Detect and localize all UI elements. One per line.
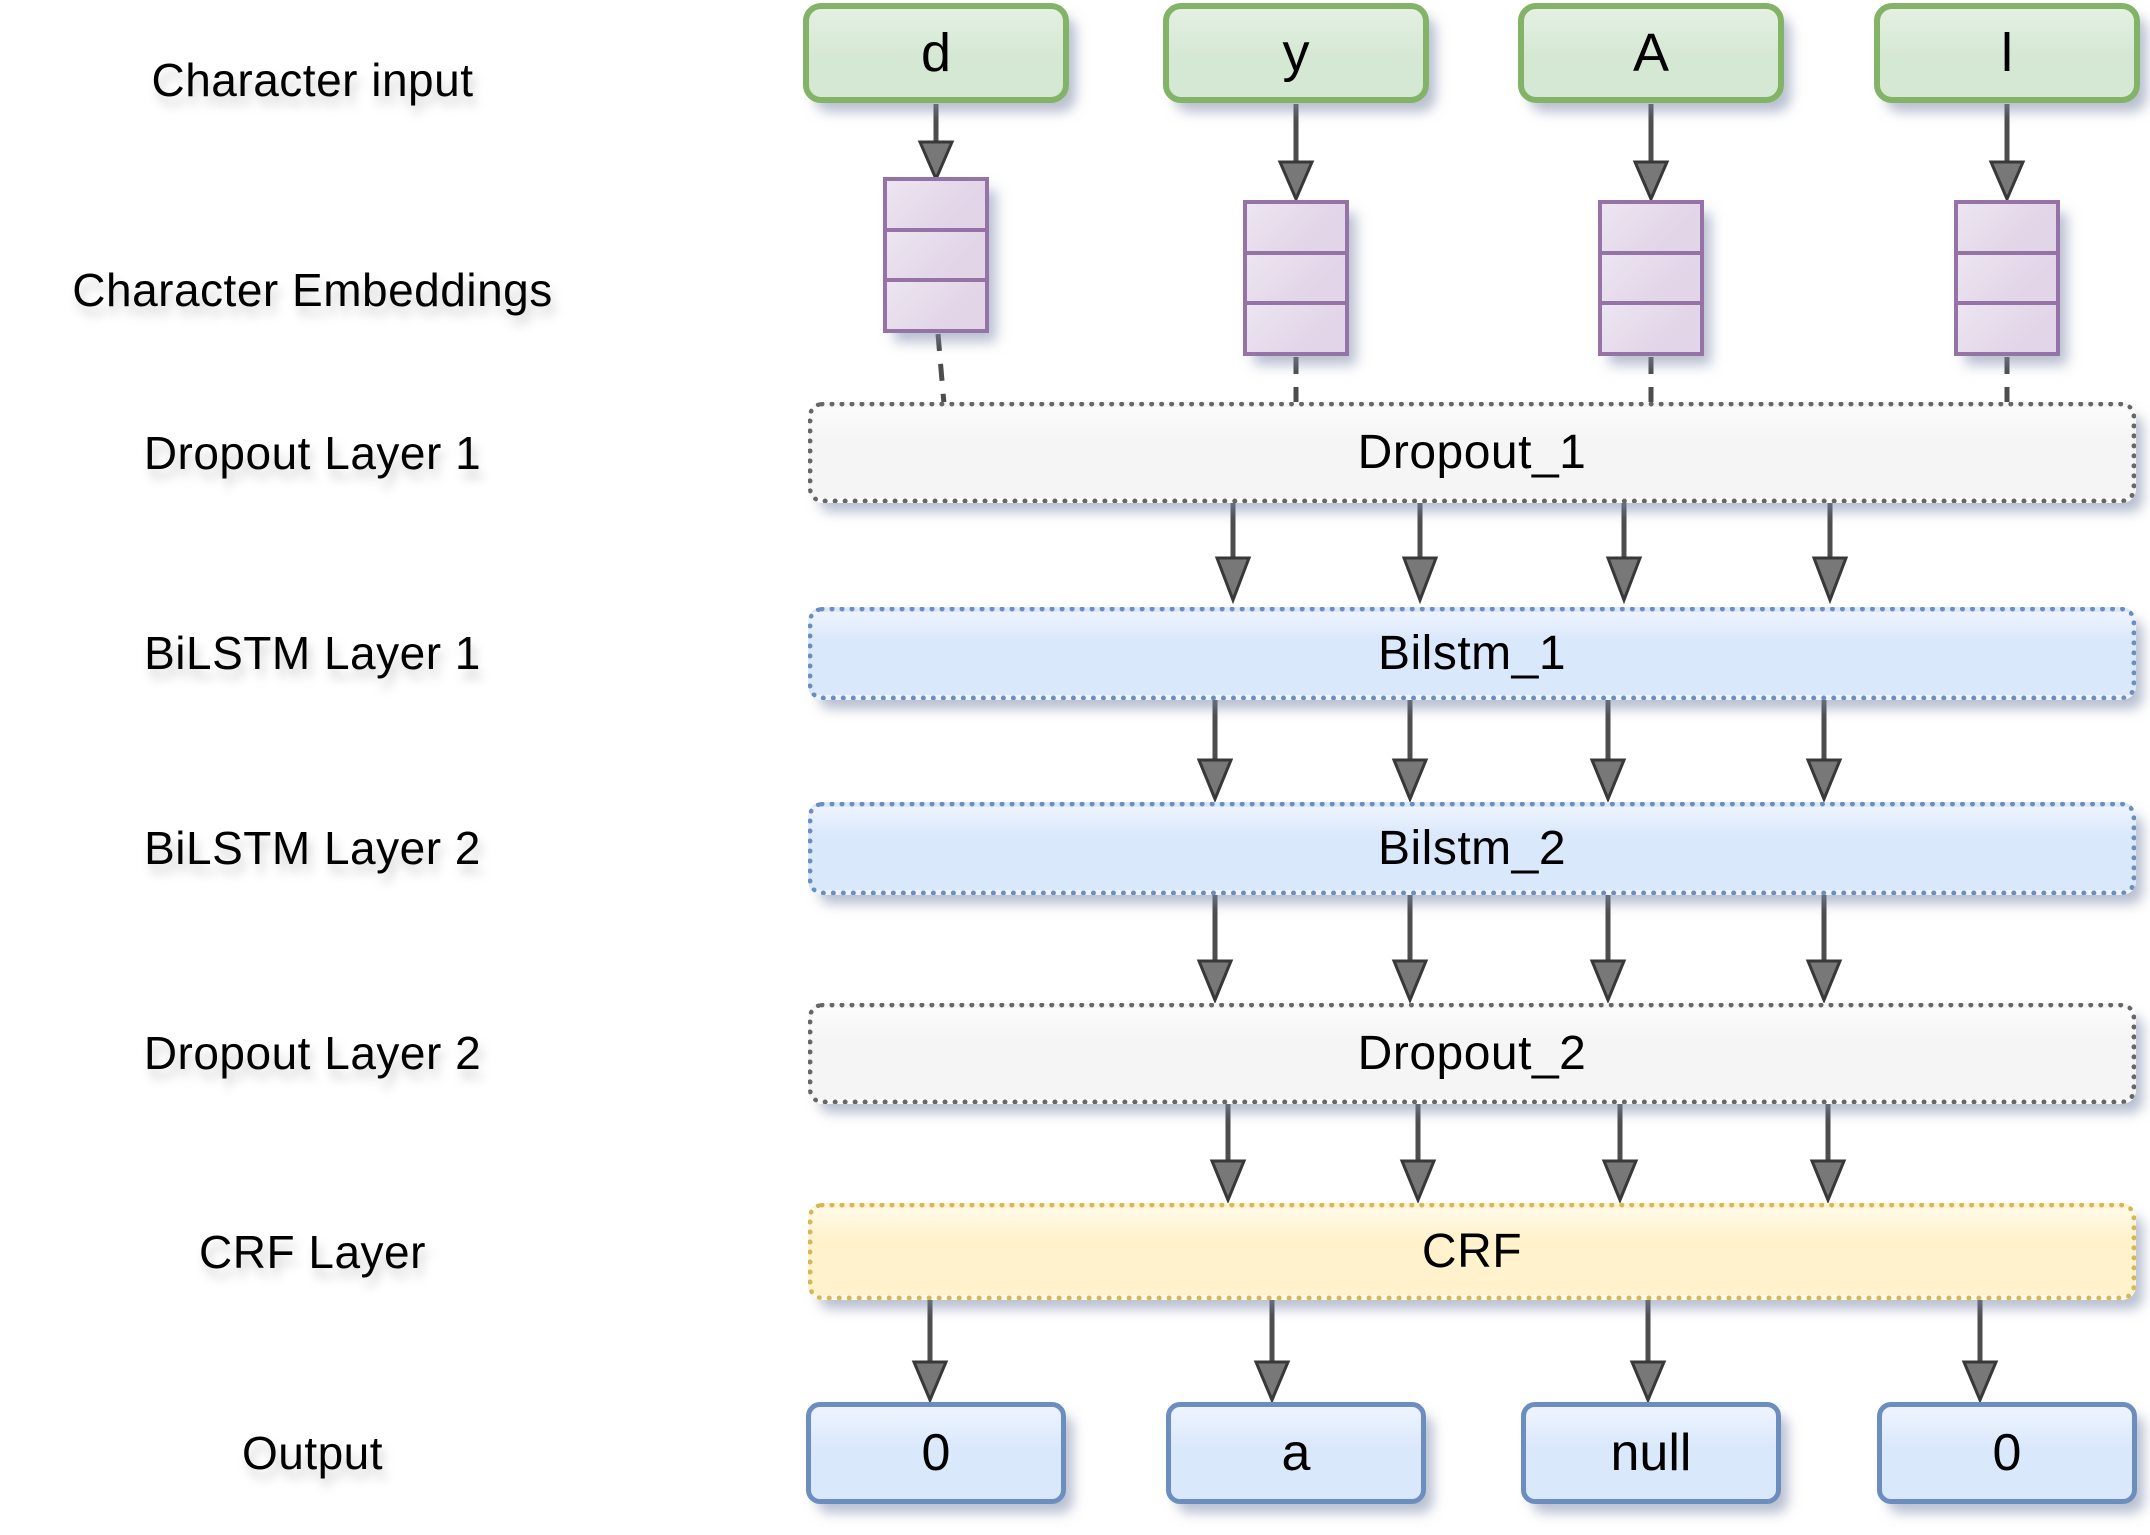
embedding-cell <box>1958 204 2056 251</box>
band-dropout-2-label: Dropout_2 <box>1357 1027 1587 1080</box>
band-dropout-1-label: Dropout_1 <box>1357 426 1587 479</box>
band-dropout-1: Dropout_1 <box>808 402 2136 503</box>
char-input-box: d <box>803 3 1069 103</box>
embedding-stack <box>1598 200 1704 356</box>
output-box: null <box>1521 1402 1781 1504</box>
char-input-label: A <box>1632 23 1670 83</box>
output-box: a <box>1166 1402 1426 1504</box>
band-crf: CRF <box>808 1203 2136 1300</box>
char-input-box: l <box>1874 3 2140 103</box>
dashed-embedding-to-dropout <box>935 333 2010 405</box>
row-label-dropout-layer-2: Dropout Layer 2 <box>143 1027 482 1079</box>
row-label-character-input: Character input <box>151 54 474 106</box>
band-bilstm-2: Bilstm_2 <box>808 802 2136 895</box>
embedding-cell <box>1602 250 1700 302</box>
arrow-bilstm2-to-dropout2 <box>1196 895 1843 1004</box>
embedding-cell <box>1247 204 1345 251</box>
embedding-cell <box>1958 301 2056 353</box>
output-box: 0 <box>1877 1402 2137 1504</box>
output-label: a <box>1281 1424 1311 1482</box>
embedding-stack <box>1954 200 2060 356</box>
arrow-char-to-embedding <box>917 104 2026 203</box>
arrow-crf-to-output <box>911 1300 1999 1404</box>
output-label: 0 <box>1992 1424 2022 1482</box>
arrow-bilstm1-to-bilstm2 <box>1196 700 1843 803</box>
char-input-label: y <box>1282 23 1310 83</box>
embedding-cell <box>1602 204 1700 251</box>
band-bilstm-1: Bilstm_1 <box>808 607 2136 700</box>
embedding-cell <box>1602 301 1700 353</box>
embedding-stack <box>883 177 989 333</box>
embedding-cell <box>1247 250 1345 302</box>
output-label: null <box>1610 1424 1692 1482</box>
row-label-bilstm-layer-1: BiLSTM Layer 1 <box>144 627 481 679</box>
char-input-label: l <box>2001 23 2013 83</box>
band-bilstm-2-label: Bilstm_2 <box>1377 822 1567 875</box>
arrow-dropout2-to-crf <box>1209 1104 1847 1204</box>
embedding-stack <box>1243 200 1349 356</box>
embedding-cell <box>887 181 985 228</box>
row-label-character-embeddings: Character Embeddings <box>72 264 553 316</box>
embedding-cell <box>1247 301 1345 353</box>
band-bilstm-1-label: Bilstm_1 <box>1377 627 1567 680</box>
row-label-output: Output <box>241 1427 384 1479</box>
char-input-label: d <box>920 23 952 83</box>
output-label: 0 <box>921 1424 951 1482</box>
embedding-cell <box>887 227 985 279</box>
band-dropout-2: Dropout_2 <box>808 1003 2136 1104</box>
char-input-box: y <box>1163 3 1429 103</box>
char-input-box: A <box>1518 3 1784 103</box>
row-label-dropout-layer-1: Dropout Layer 1 <box>143 427 482 479</box>
band-crf-label: CRF <box>1421 1225 1523 1278</box>
output-box: 0 <box>806 1402 1066 1504</box>
embedding-cell <box>1958 250 2056 302</box>
embedding-cell <box>887 278 985 330</box>
row-label-bilstm-layer-2: BiLSTM Layer 2 <box>144 822 481 874</box>
row-label-crf-layer: CRF Layer <box>199 1226 426 1278</box>
arrow-dropout1-to-bilstm1 <box>1214 503 1849 605</box>
